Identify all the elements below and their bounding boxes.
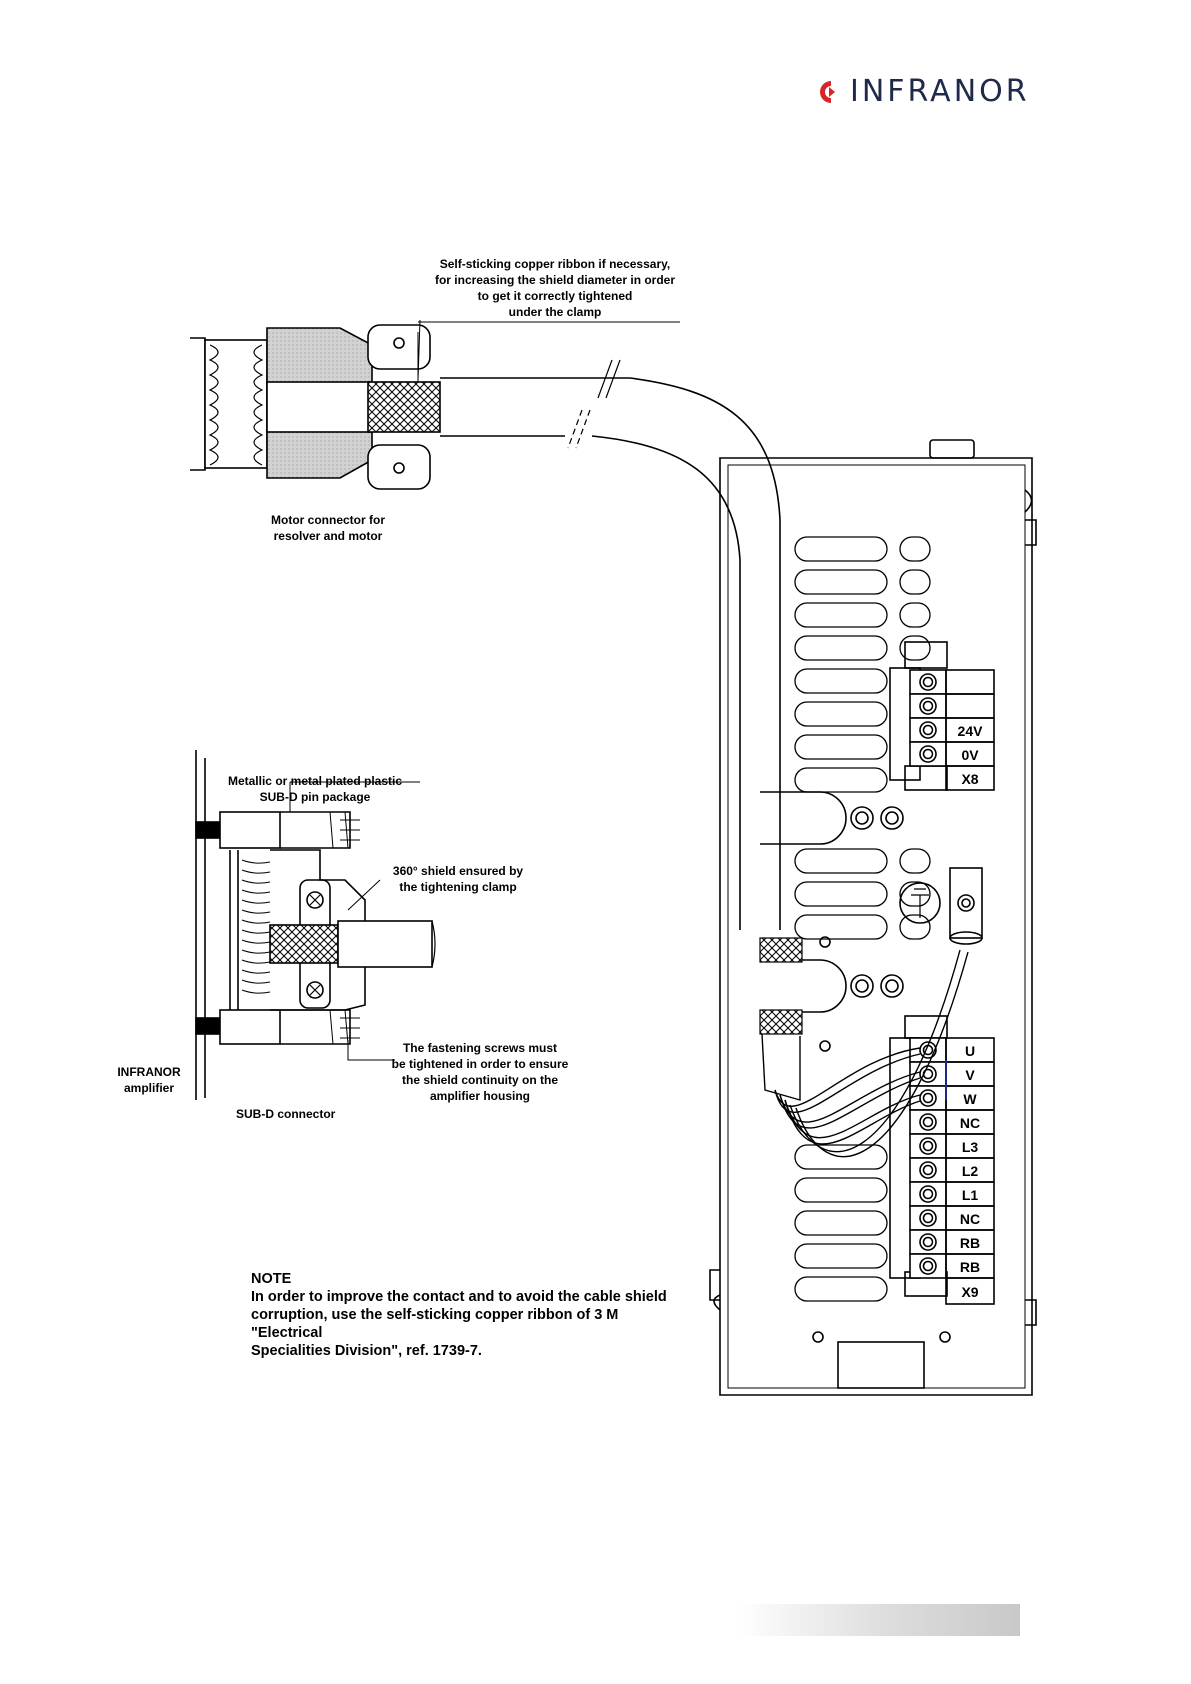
x9-terminal-u: U [964,1043,976,1059]
x8-terminal-0v: 0V [961,747,979,763]
infranor-amplifier-label: INFRANOR amplifier [117,1065,181,1095]
shield-braid-lower [759,1009,803,1035]
x8-terminal-24v: 24V [957,723,983,739]
motor-connector-label: Motor connector for resolver and motor [271,513,385,543]
x9-terminal-l1: L1 [961,1187,979,1203]
x9-terminal-rb: RB [959,1235,981,1251]
subd-connector-label: SUB-D connector [236,1107,336,1121]
x9-terminal-l2: L2 [961,1163,979,1179]
x9-terminal-nc: NC [959,1115,981,1131]
brand-name: INFRANOR [850,74,1030,109]
motor-wires [774,949,969,1158]
shield-braid-upper [759,937,803,963]
x8-terminal-block [889,641,995,791]
brand-logo: INFRANOR [818,74,1030,109]
shield-360-label: 360° shield ensured by the tightening cl… [392,864,524,894]
fastening-screws-label: The fastening screws must be tightened i… [391,1041,569,1103]
x9-terminal-rb: RB [959,1259,981,1275]
note-line: Specialities Division", ref. 1739-7. [251,1343,482,1359]
amplifier-housing [709,439,1037,1396]
subd-package-label: Metallic or metal plated plastic SUB-D p… [227,774,403,804]
note-line: corruption, use the self-sticking copper… [251,1307,619,1341]
x8-name: X8 [961,771,979,787]
subd-connector-drawing [195,750,436,1100]
note-block: NOTE In order to improve the contact and… [251,1270,691,1360]
brand-mark-icon [820,80,835,103]
footer-gradient-bar [736,1604,1020,1636]
note-title: NOTE [251,1271,292,1287]
x9-name: X9 [961,1284,979,1300]
motor-connector [190,321,680,490]
motor-cable [591,377,781,930]
x9-terminal-nc: NC [959,1211,981,1227]
x9-terminal-l3: L3 [961,1139,979,1155]
x9-terminal-v: V [965,1067,975,1083]
copper-ribbon-label: Self-sticking copper ribbon if necessary… [434,257,676,319]
x9-terminal-w: W [963,1091,977,1107]
note-line: In order to improve the contact and to a… [251,1289,667,1305]
